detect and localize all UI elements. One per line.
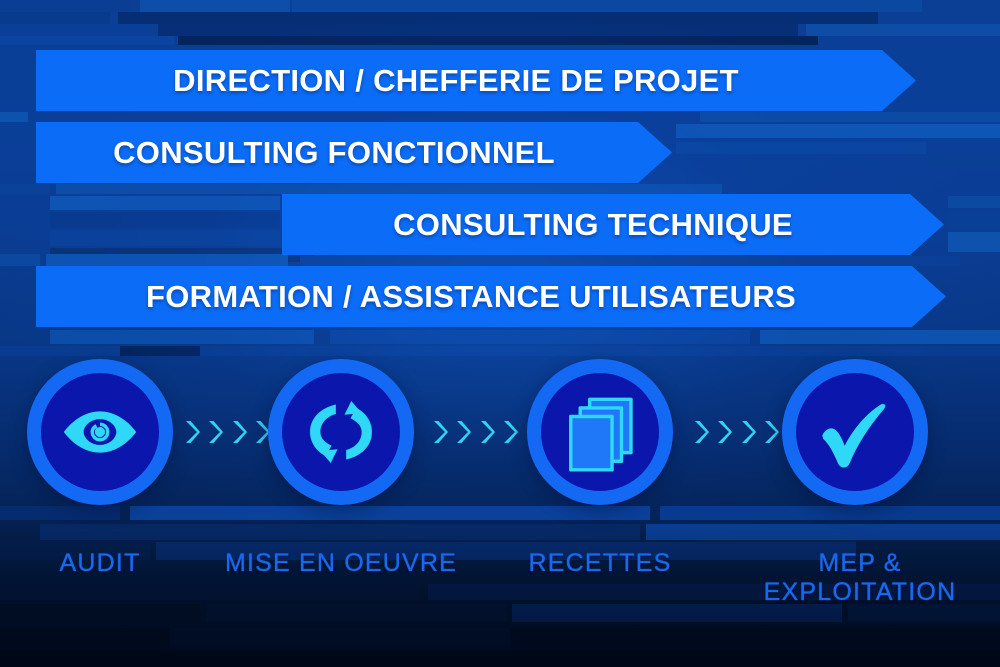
background-band (646, 524, 1000, 540)
background-band (0, 184, 50, 194)
background-band (700, 112, 1000, 122)
background-band (0, 346, 1000, 356)
background-band (50, 230, 280, 246)
step-circle-core (41, 373, 159, 491)
refresh-icon (310, 401, 372, 463)
background-band (178, 36, 818, 45)
background-band (50, 196, 280, 210)
background-band (0, 604, 200, 622)
process-step-2[interactable] (268, 359, 414, 505)
process-step-4[interactable] (782, 359, 928, 505)
background-band (0, 36, 174, 45)
background-band (0, 254, 40, 266)
chevron-right-icon (718, 421, 733, 443)
chevron-right-icon (503, 421, 518, 443)
eye-icon (63, 411, 137, 453)
background-band (660, 506, 1000, 520)
background-band (40, 524, 640, 540)
chevron-right-icon (232, 421, 247, 443)
process-step-1[interactable] (27, 359, 173, 505)
service-banner-label: CONSULTING FONCTIONNEL (113, 134, 555, 170)
chevron-right-icon (764, 421, 779, 443)
background-band (0, 506, 120, 520)
background-band (158, 24, 798, 36)
service-banner[interactable]: DIRECTION / CHEFFERIE DE PROJET (36, 50, 916, 111)
background-band (0, 12, 110, 24)
background-band (848, 604, 1000, 622)
chevron-right-icon (209, 421, 224, 443)
chevron-right-icon (741, 421, 756, 443)
background-band (0, 0, 130, 12)
background-band (130, 506, 650, 520)
chevron-right-icon (434, 421, 448, 443)
chevrons-mise-to-recettes (432, 415, 518, 449)
background-band (930, 154, 1000, 166)
background-band (0, 628, 1000, 648)
process-step-3[interactable] (527, 359, 673, 505)
background-band (300, 256, 960, 266)
process-step-label: MISE EN OEUVRE (224, 549, 458, 577)
background-band (428, 584, 1000, 600)
background-band (760, 330, 1000, 344)
service-banner-label: FORMATION / ASSISTANCE UTILISATEURS (145, 278, 796, 314)
chevron-right-icon (186, 421, 200, 443)
background-band (46, 254, 288, 266)
service-banner-label: CONSULTING TECHNIQUE (393, 206, 793, 242)
process-step-label: MEP & EXPLOITATION (763, 549, 957, 606)
background-band (330, 330, 750, 344)
process-step-label: RECETTES (528, 549, 672, 577)
service-banner[interactable]: CONSULTING TECHNIQUE (282, 194, 944, 255)
background-band (676, 124, 1000, 138)
chevron-right-icon (695, 421, 709, 443)
process-step-label: AUDIT (59, 549, 141, 577)
background-band (118, 12, 878, 24)
background-band (512, 604, 842, 622)
chevron-right-icon (480, 421, 495, 443)
background-band (140, 0, 290, 12)
service-banner-label: DIRECTION / CHEFFERIE DE PROJET (173, 62, 739, 98)
background-band (948, 212, 1000, 230)
background-band (292, 0, 922, 12)
background-band (206, 604, 506, 622)
documents-icon (569, 397, 633, 472)
background-band (56, 184, 722, 194)
check-icon (822, 403, 886, 468)
background-band (0, 584, 420, 600)
background-band (676, 142, 926, 154)
chevrons-audit-to-mise (184, 415, 270, 449)
chevrons-recettes-to-mep (693, 415, 779, 449)
background-band (50, 330, 314, 344)
background-band (50, 248, 314, 262)
background-band (948, 196, 1000, 208)
background-band (120, 346, 200, 356)
background-band (156, 542, 856, 560)
background-band (170, 628, 510, 648)
service-banner[interactable]: FORMATION / ASSISTANCE UTILISATEURS (36, 266, 946, 327)
background-band (0, 650, 1000, 667)
chevron-right-icon (255, 421, 270, 443)
step-circle-core (796, 373, 914, 491)
background-band (0, 542, 150, 560)
step-circle-core (282, 373, 400, 491)
background-bottom-fade (0, 517, 1000, 667)
background-band (806, 24, 1000, 36)
background-band (948, 232, 1000, 252)
service-banner[interactable]: CONSULTING FONCTIONNEL (36, 122, 672, 183)
step-circle-core (541, 373, 659, 491)
background-band (50, 212, 280, 228)
chevron-right-icon (457, 421, 472, 443)
background-band (0, 24, 150, 36)
background-band (0, 112, 28, 122)
